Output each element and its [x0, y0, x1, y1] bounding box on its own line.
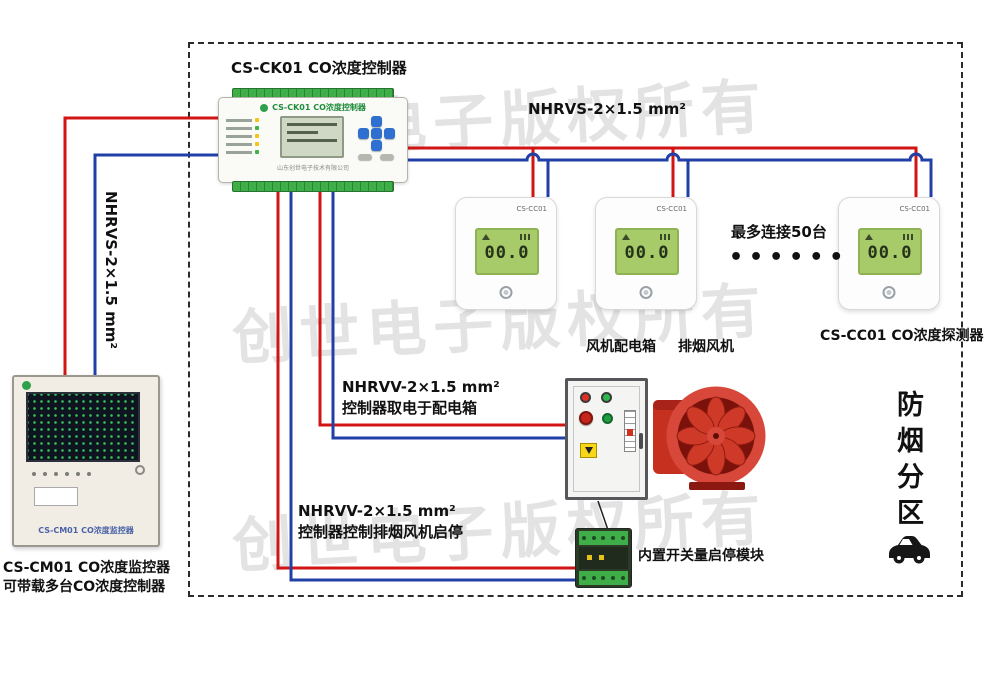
- controller-header: CS-CK01 CO浓度控制器: [226, 101, 400, 114]
- monitor-caption-line2: 可带载多台CO浓度控制器: [3, 579, 166, 595]
- key-function-1[interactable]: [358, 154, 372, 160]
- module-caption: 内置开关量启停模块: [638, 548, 764, 564]
- co-detector-device: CS-CC01 00.0: [838, 197, 940, 310]
- lcd-status-icons: [865, 233, 915, 241]
- controller-keypad[interactable]: [350, 116, 400, 160]
- wire-red-controller-to-module: [276, 190, 575, 570]
- power-cable-label-line1: NHRVV-2×1.5 mm²: [342, 378, 500, 396]
- red-indicator-light: [580, 392, 591, 403]
- alarm-triangle-icon: [622, 234, 630, 240]
- key-right[interactable]: [384, 128, 395, 139]
- alarm-triangle-icon: [865, 234, 873, 240]
- key-function-2[interactable]: [380, 154, 394, 160]
- signal-bars-icon: [520, 234, 532, 240]
- max-connect-label: 最多连接50台: [731, 223, 827, 241]
- detector-lcd-screen: 00.0: [475, 228, 539, 275]
- module-terminal-bottom: [579, 571, 628, 585]
- controller-body: CS-CK01 CO浓度控制器: [218, 97, 408, 183]
- brand-logo-icon: [22, 381, 31, 390]
- car-icon: [889, 536, 930, 564]
- co-detector-device: CS-CC01 00.0: [455, 197, 557, 310]
- module-board: [579, 547, 628, 569]
- signal-bars-icon: [903, 234, 915, 240]
- key-left[interactable]: [358, 128, 369, 139]
- panel-meter: [624, 410, 636, 452]
- detector-model-text: CS-CC01: [516, 205, 547, 213]
- control-cable-label-line1: NHRVV-2×1.5 mm²: [298, 502, 456, 520]
- brand-logo-icon: [882, 286, 896, 299]
- controller-caption: CS-CK01 CO浓度控制器: [231, 59, 407, 77]
- co-controller-device: CS-CK01 CO浓度控制器: [218, 88, 408, 192]
- module-callout-line: [597, 500, 609, 531]
- detector-lcd-screen: 00.0: [858, 228, 922, 275]
- smoke-zone-label: 防烟分区: [892, 390, 923, 534]
- red-stop-button[interactable]: [579, 411, 593, 425]
- wire-red-monitor-to-controller: [63, 116, 220, 378]
- alarm-triangle-icon: [482, 234, 490, 240]
- co-detector-device: CS-CC01 00.0: [595, 197, 697, 310]
- monitor-bus-cable-label: NHRVS-2×1.5 mm²: [102, 191, 120, 349]
- co-monitor-device: CS-CM01 CO浓度监控器: [12, 375, 160, 547]
- key-down[interactable]: [371, 140, 382, 151]
- fan-power-cabinet: [565, 378, 648, 500]
- cabinet-caption: 风机配电箱: [586, 339, 656, 355]
- brand-logo-icon: [499, 286, 513, 299]
- detector-bus-cable-label: NHRVS-2×1.5 mm²: [528, 100, 686, 118]
- detector-lcd-screen: 00.0: [615, 228, 679, 275]
- key-up[interactable]: [371, 116, 382, 127]
- monitor-led-screen: [26, 392, 140, 462]
- monitor-indicator-leds: [32, 472, 91, 476]
- lcd-status-icons: [482, 233, 532, 241]
- wire-blue-detector-bus: [406, 152, 933, 197]
- control-cable-label-line2: 控制器控制排烟风机启停: [298, 523, 464, 541]
- relay-module-device: [575, 528, 632, 588]
- fan-blades: [676, 396, 756, 476]
- green-start-button[interactable]: [602, 413, 613, 424]
- controller-lcd-screen: [280, 116, 344, 158]
- co-reading-value: 00.0: [624, 243, 670, 263]
- signal-bars-icon: [660, 234, 672, 240]
- detector-model-text: CS-CC01: [656, 205, 687, 213]
- fan-caption: 排烟风机: [678, 339, 734, 355]
- module-terminal-top: [579, 531, 628, 545]
- cabinet-handle[interactable]: [639, 433, 643, 449]
- detector-caption: CS-CC01 CO浓度探测器: [820, 328, 984, 344]
- fan-base: [689, 482, 745, 490]
- monitor-slot: [34, 487, 78, 506]
- green-indicator-light: [601, 392, 612, 403]
- wire-red-controller-to-cabinet: [318, 190, 565, 427]
- co-reading-value: 00.0: [867, 243, 913, 263]
- terminal-strip-bottom: [232, 181, 394, 192]
- monitor-caption-line1: CS-CM01 CO浓度监控器: [3, 560, 171, 576]
- wire-blue-controller-to-module: [289, 190, 575, 582]
- wire-red-detector-bus: [406, 146, 918, 197]
- power-cable-label-line2: 控制器取电于配电箱: [342, 399, 478, 417]
- hazard-warning-icon: [580, 443, 597, 458]
- wire-blue-monitor-to-controller: [93, 153, 220, 378]
- exhaust-fan-illustration: [653, 386, 766, 490]
- controller-device-footer: 山东创世电子技术有限公司: [276, 165, 349, 172]
- brand-logo-icon: [639, 286, 653, 299]
- lcd-status-icons: [622, 233, 672, 241]
- wire-blue-controller-to-cabinet: [331, 190, 565, 440]
- brand-logo-icon: [260, 103, 269, 112]
- key-ok[interactable]: [371, 128, 382, 139]
- keyhole-icon: [135, 465, 145, 475]
- detector-model-text: CS-CC01: [899, 205, 930, 213]
- co-reading-value: 00.0: [484, 243, 530, 263]
- status-led-panel: [226, 116, 274, 160]
- controller-panel: [226, 116, 400, 160]
- smoke-zone-dashed-border: [188, 42, 963, 597]
- controller-device-title: CS-CK01 CO浓度控制器: [272, 103, 366, 112]
- ellipsis-dots: ••••••: [729, 245, 850, 270]
- monitor-model-text: CS-CM01 CO浓度监控器: [38, 526, 134, 535]
